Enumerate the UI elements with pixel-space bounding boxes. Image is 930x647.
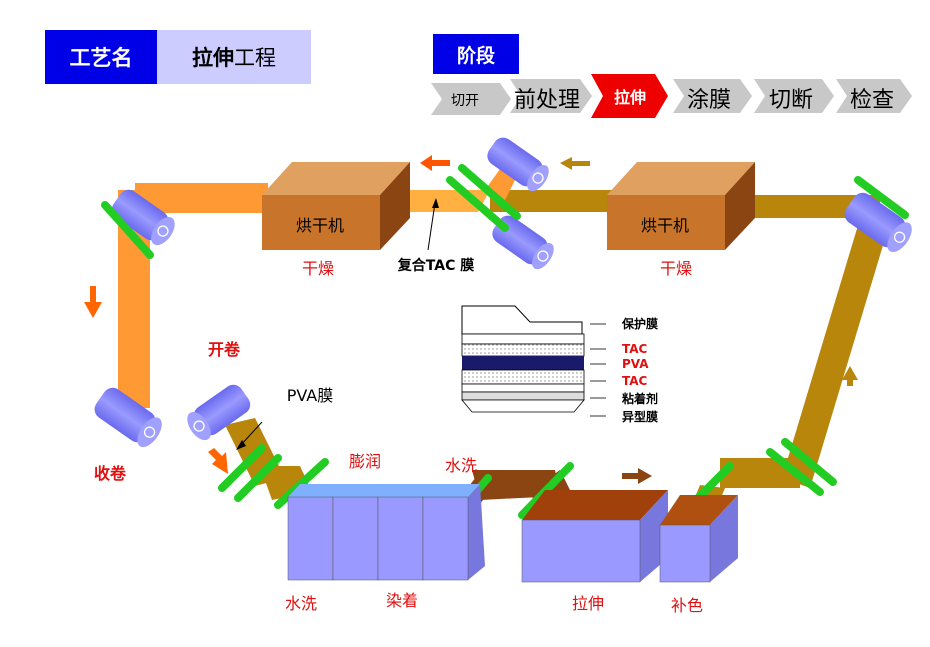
stage-item-4[interactable]: 切断 (754, 79, 834, 113)
dye-label: 染着 (386, 591, 418, 610)
arrow-down-right-icon (208, 448, 228, 474)
arrow-left-icon (420, 155, 450, 171)
process-name-rest: 工程 (234, 46, 276, 70)
roller-icon (94, 387, 162, 448)
composite-film-label: 复合TAC 膜 (397, 257, 474, 274)
flow-arrows (84, 155, 858, 484)
layer-label: 粘着剂 (622, 391, 658, 406)
stage-tag: 阶段 (433, 34, 519, 74)
dry-left-label: 干燥 (302, 259, 334, 278)
tank-color-fix (659, 495, 738, 583)
layer-label: TAC (622, 342, 648, 356)
dryer-left-label: 烘干机 (296, 216, 344, 235)
stage-label: 涂膜 (687, 88, 731, 113)
arrow-up-icon (842, 366, 858, 386)
color-fix-label: 补色 (671, 596, 703, 615)
windup-label: 收卷 (94, 464, 127, 483)
arrow-right-icon (622, 468, 652, 484)
stage-item-2[interactable]: 拉伸 (591, 74, 668, 118)
stage-bar: 切开 前处理 拉伸 涂膜 切断 检查 (431, 74, 912, 118)
dryer-left: 烘干机 (262, 162, 410, 250)
stage-label: 检查 (850, 88, 894, 113)
layer-label: 异型膜 (622, 409, 658, 424)
arrow-left-icon (560, 157, 590, 170)
stage-label: 拉伸 (614, 88, 646, 107)
film-cross-section: 保护膜 TAC PVA TAC 粘着剂 异型膜 (455, 300, 658, 424)
unwind-label: 开卷 (208, 340, 241, 359)
pva-film-label: PVA膜 (287, 386, 334, 405)
tank-wash-2 (422, 484, 485, 581)
roller-icon (187, 384, 251, 441)
stage-item-1[interactable]: 前处理 (510, 79, 592, 113)
process-tag: 工艺名 (45, 30, 157, 84)
stage-item-0[interactable]: 切开 (431, 83, 511, 115)
roller-icon (844, 192, 912, 253)
layer-label: TAC (622, 374, 648, 388)
roller-icon (111, 189, 175, 246)
wash-bottom-label: 水洗 (285, 594, 317, 613)
tanks (287, 484, 738, 583)
arrow-down-icon (84, 286, 102, 318)
stage-label: 前处理 (514, 88, 580, 113)
stage-item-5[interactable]: 检查 (836, 79, 912, 113)
roller-icon (487, 137, 549, 192)
process-name-bold: 拉伸 (192, 46, 234, 70)
diagram-labels: 干燥 干燥 复合TAC 膜 开卷 收卷 PVA膜 膨润 水洗 水洗 染着 拉伸 … (94, 257, 703, 615)
swell-label: 膨润 (349, 452, 381, 471)
stretch-label: 拉伸 (572, 594, 604, 613)
process-name: 拉伸工程 (157, 30, 311, 84)
stage-item-3[interactable]: 涂膜 (673, 79, 752, 113)
stage-label: 切断 (769, 88, 813, 113)
pva-pointer (239, 421, 263, 447)
dryer-right: 烘干机 (607, 162, 755, 250)
layer-label: 保护膜 (621, 316, 658, 331)
dry-right-label: 干燥 (660, 259, 692, 278)
film-pointer (427, 202, 436, 251)
layer-label: PVA (622, 357, 649, 371)
stage-label: 切开 (451, 93, 479, 109)
tank-stretch (521, 490, 668, 583)
rollers (94, 137, 912, 519)
dryer-right-label: 烘干机 (641, 216, 689, 235)
wash-top-label: 水洗 (445, 456, 477, 475)
